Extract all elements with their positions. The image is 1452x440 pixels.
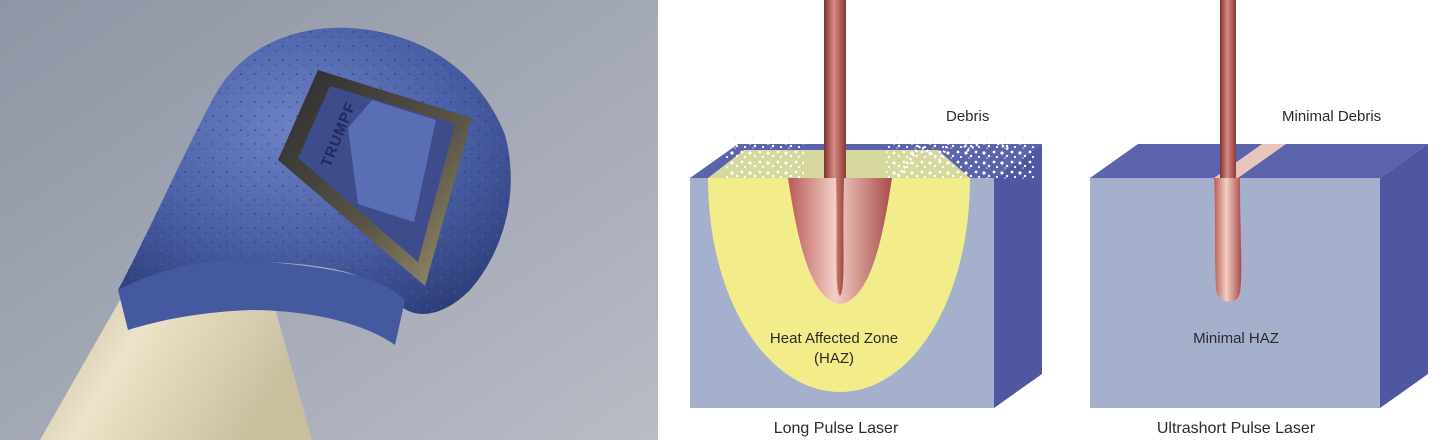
laser-comparison-diagram	[690, 0, 1428, 408]
debris-left	[726, 136, 804, 178]
minimal-debris-label: Minimal Debris	[1282, 108, 1382, 125]
debris-right	[886, 132, 1036, 180]
block-side-face	[994, 144, 1042, 408]
long-pulse-block	[690, 129, 1042, 408]
block-side-face	[1380, 144, 1428, 408]
haz-label-line2: (HAZ)	[814, 350, 854, 367]
long-pulse-caption: Long Pulse Laser	[773, 420, 899, 437]
minimal-haz-label: Minimal HAZ	[1193, 330, 1279, 347]
ultrashort-pulse-block	[1090, 144, 1428, 408]
matchstick-photo: TRUMPF	[0, 0, 658, 440]
ultrashort-pulse-caption: Ultrashort Pulse Laser	[1156, 420, 1316, 437]
narrow-crater	[1214, 178, 1242, 302]
debris-label: Debris	[946, 108, 990, 125]
long-pulse-beam-shaft	[824, 0, 846, 178]
haz-label-line1: Heat Affected Zone	[769, 330, 899, 347]
match-head-collar	[118, 260, 405, 345]
ultrashort-pulse-beam	[1220, 0, 1236, 178]
engraved-square-island	[348, 100, 436, 222]
